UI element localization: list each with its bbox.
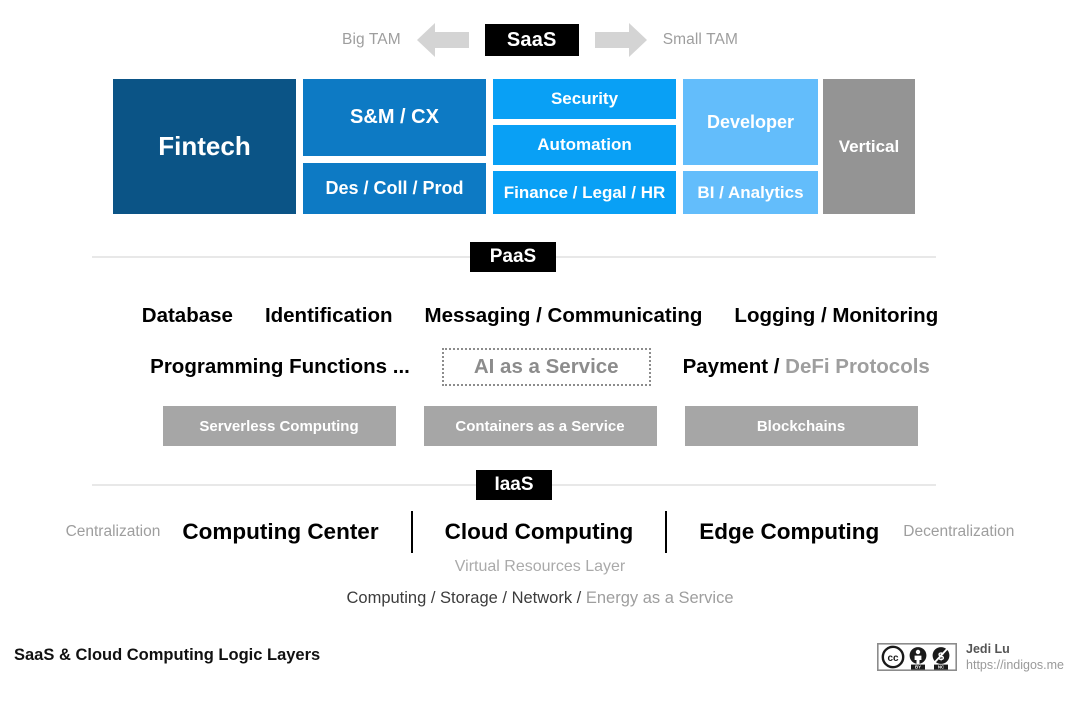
saas-box-finance-legal-hr[interactable]: Finance / Legal / HR: [493, 171, 676, 214]
iaas-divider-2: [665, 511, 668, 553]
saas-box-sm-cx[interactable]: S&M / CX: [303, 79, 486, 156]
author-url[interactable]: https://indigos.me: [966, 658, 1064, 672]
saas-box-label: BI / Analytics: [697, 182, 804, 202]
arrow-left-icon: [416, 23, 469, 57]
paas-item-programming-functions[interactable]: Programming Functions ...: [150, 355, 410, 378]
iaas-pillar-edge-computing[interactable]: Edge Computing: [699, 519, 880, 544]
credit-block: cc BY $ NC Jedi Lu https://indigos.me: [877, 641, 1064, 673]
saas-box-developer[interactable]: Developer: [683, 79, 818, 165]
saas-box-des-coll-prod[interactable]: Des / Coll / Prod: [303, 163, 486, 214]
paas-capsule-row: Serverless Computing Containers as a Ser…: [0, 406, 1080, 446]
saas-badge: SaaS: [484, 24, 579, 56]
payment-label: Payment /: [682, 355, 780, 378]
iaas-pillar-computing-center[interactable]: Computing Center: [182, 519, 379, 544]
creative-commons-by-nc-icon: cc BY $ NC: [877, 643, 958, 671]
saas-box-label: Vertical: [838, 136, 900, 156]
paas-capsule-serverless-computing[interactable]: Serverless Computing: [162, 406, 396, 446]
saas-box-label: Security: [550, 89, 619, 109]
saas-box-label: Developer: [706, 111, 795, 132]
paas-capsule-containers-as-a-service[interactable]: Containers as a Service: [423, 406, 657, 446]
svg-text:$: $: [938, 651, 944, 663]
iaas-divider-1: [410, 511, 413, 553]
virtual-resources-layer-label: Virtual Resources Layer: [454, 558, 626, 575]
iaas-badge: IaaS: [476, 470, 552, 500]
saas-box-bi-analytics[interactable]: BI / Analytics: [683, 171, 818, 214]
saas-box-automation[interactable]: Automation: [493, 125, 676, 165]
arrow-right-icon: [594, 23, 647, 57]
saas-box-fintech[interactable]: Fintech: [113, 79, 296, 214]
service-line-gray: Energy as a Service: [585, 589, 734, 607]
paas-item-logging[interactable]: Logging / Monitoring: [734, 304, 939, 327]
service-line-dark: Computing / Storage / Network /: [346, 589, 582, 607]
saas-block-grid: Fintech S&M / CX Des / Coll / Prod Secur…: [113, 79, 915, 214]
credit-text: Jedi Lu https://indigos.me: [966, 641, 1064, 673]
paas-item-messaging[interactable]: Messaging / Communicating: [424, 304, 703, 327]
svg-text:NC: NC: [938, 665, 945, 670]
centralization-label: Centralization: [65, 523, 161, 540]
defi-protocols-label: DeFi Protocols: [785, 355, 930, 378]
big-tam-label: Big TAM: [342, 31, 401, 48]
paas-item-database[interactable]: Database: [141, 304, 233, 327]
saas-box-label: Fintech: [158, 130, 251, 161]
iaas-pillars-row: Centralization Computing Center Cloud Co…: [0, 511, 1080, 553]
saas-box-security[interactable]: Security: [493, 79, 676, 119]
page-title: SaaS & Cloud Computing Logic Layers: [14, 646, 321, 664]
saas-box-label: S&M / CX: [350, 106, 439, 128]
service-line: Computing / Storage / Network / Energy a…: [0, 589, 1080, 608]
paas-item-payment[interactable]: Payment / DeFi Protocols: [683, 355, 930, 379]
iaas-pillar-cloud-computing[interactable]: Cloud Computing: [444, 519, 634, 544]
paas-services-row-1: Database Identification Messaging / Comm…: [0, 301, 1080, 331]
svg-text:cc: cc: [887, 653, 899, 664]
small-tam-label: Small TAM: [662, 31, 738, 48]
paas-capsule-blockchains[interactable]: Blockchains: [684, 406, 918, 446]
paas-badge: PaaS: [470, 242, 556, 272]
paas-item-identification[interactable]: Identification: [264, 304, 393, 327]
paas-item-ai-as-a-service[interactable]: AI as a Service: [441, 348, 651, 386]
saas-box-label: Des / Coll / Prod: [325, 178, 464, 199]
svg-text:BY: BY: [915, 665, 921, 670]
saas-box-label: Automation: [537, 135, 632, 155]
saas-box-label: Finance / Legal / HR: [503, 182, 666, 202]
tam-header-row: Big TAM SaaS Small TAM: [0, 20, 1080, 60]
saas-box-vertical[interactable]: Vertical: [823, 79, 915, 214]
author-name: Jedi Lu: [966, 642, 1010, 656]
paas-services-row-2: Programming Functions ... AI as a Servic…: [0, 348, 1080, 386]
decentralization-label: Decentralization: [903, 523, 1015, 540]
